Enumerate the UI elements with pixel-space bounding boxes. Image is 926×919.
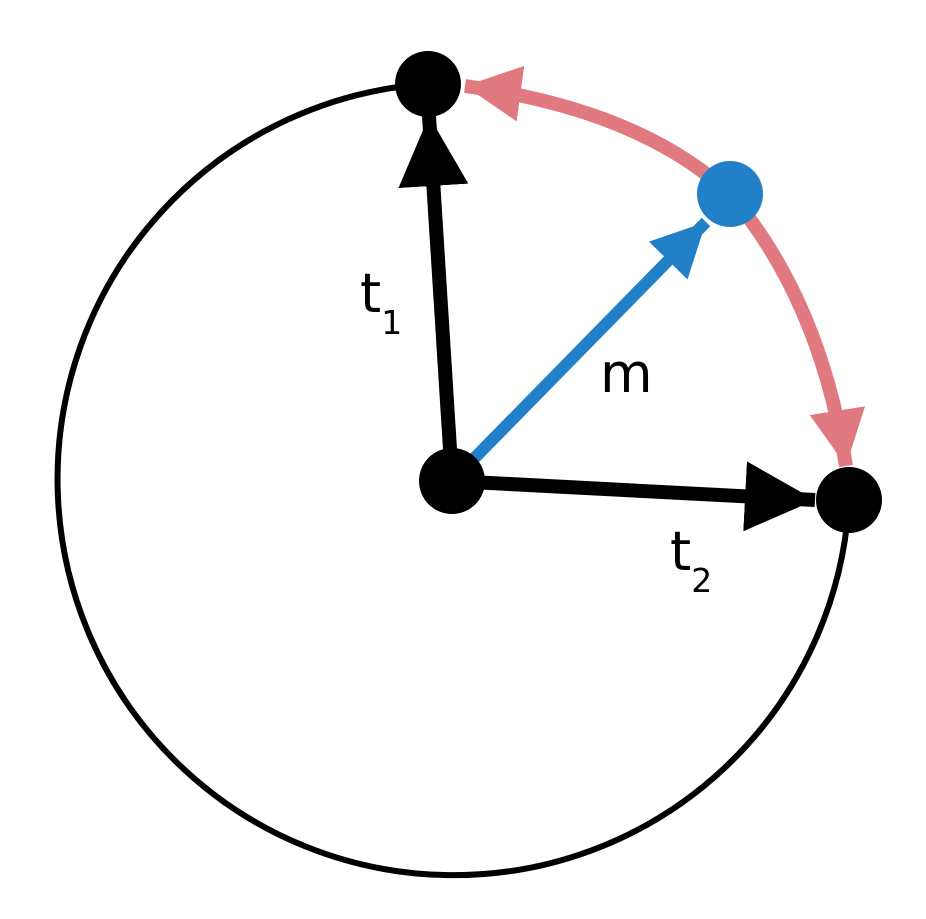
interpolation-arc-to-t2 [724, 189, 865, 468]
point-t1 [395, 51, 461, 117]
label-t1-main: t [360, 262, 381, 325]
label-t1: t1 [360, 262, 402, 342]
point-t2 [816, 467, 882, 533]
unit-circle-outline [54, 81, 852, 879]
interpolation-arc-to-t1 [464, 65, 735, 200]
point-m [697, 161, 763, 227]
origin-point [419, 448, 485, 514]
label-m: m [600, 342, 653, 405]
label-t2: t2 [670, 520, 712, 600]
vector-t2-arrow [451, 461, 816, 532]
vector-t1-arrow [398, 115, 469, 482]
label-t2-main: t [670, 520, 691, 583]
vector-m-arrow [447, 217, 711, 486]
label-t2-sub: 2 [691, 561, 712, 600]
label-t1-sub: 1 [381, 303, 402, 342]
